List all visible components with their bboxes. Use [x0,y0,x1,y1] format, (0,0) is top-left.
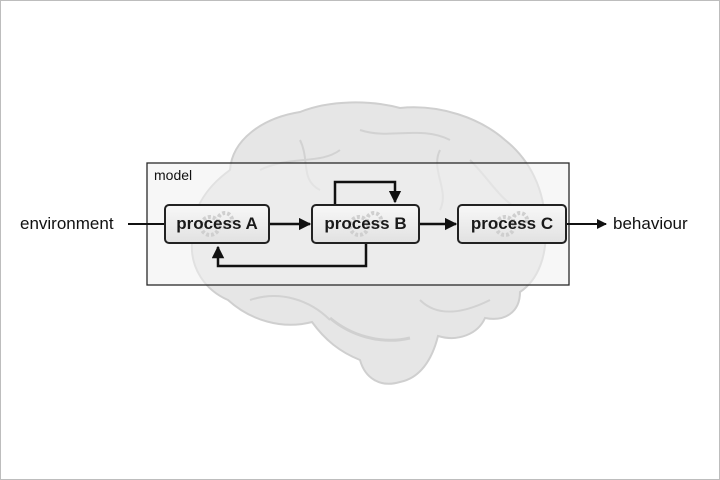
edge-b-to-a-feedback [211,244,368,268]
process-c-label: process C [470,214,554,233]
gears-icon [347,211,383,237]
model-label: model [154,167,192,183]
behaviour-label: behaviour [613,214,688,233]
environment-label: environment [20,214,114,233]
process-c-box[interactable]: process C [457,204,567,244]
process-b-label: process B [324,214,407,233]
edge-b-self-loop [333,180,402,204]
gears-icon [199,211,234,237]
process-a-label: process A [176,214,258,233]
process-b-box[interactable]: process B [311,204,420,244]
gears-icon [494,211,529,237]
process-a-box[interactable]: process A [164,204,270,244]
